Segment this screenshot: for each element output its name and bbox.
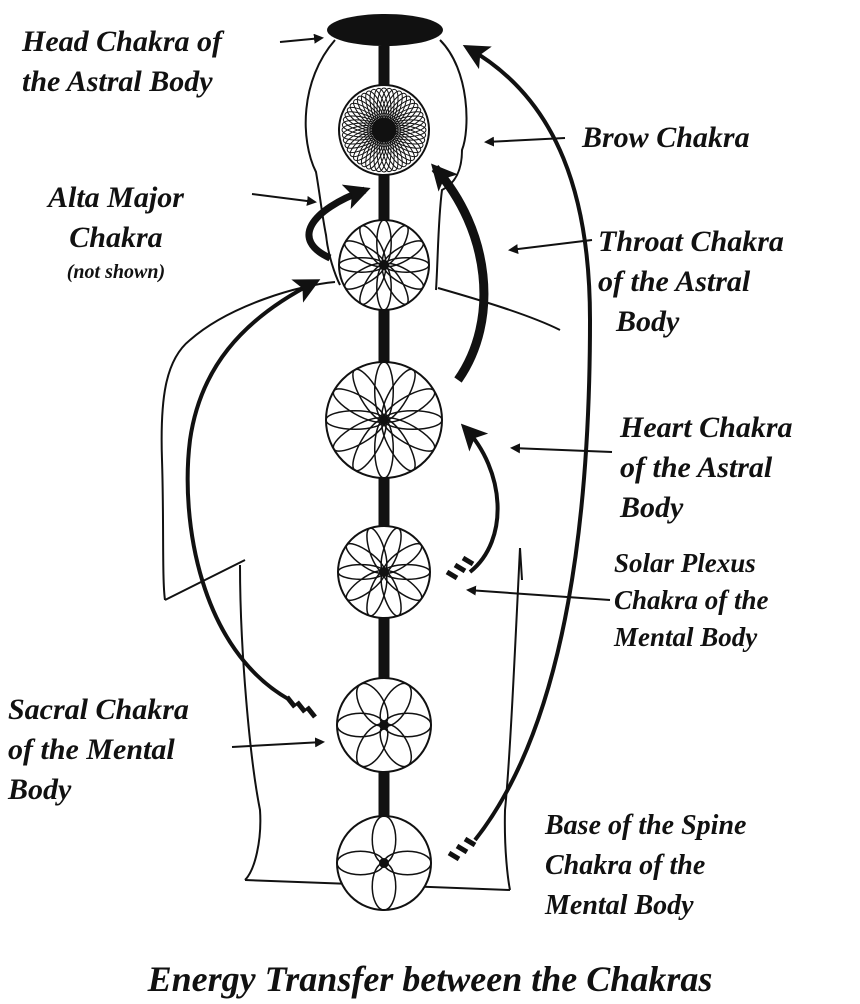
label-line: Mental Body xyxy=(545,890,694,921)
label-alta-major: Alta Major Chakra (not shown) xyxy=(48,178,184,286)
pointer-throat xyxy=(508,239,593,254)
arrow-alta-to-brow xyxy=(305,184,371,262)
label-sacral-chakra: Sacral Chakra of the Mental Body xyxy=(8,690,189,810)
label-line: Brow Chakra xyxy=(582,121,750,154)
left-arm-inner xyxy=(164,559,246,601)
label-line: Head Chakra of xyxy=(22,25,223,58)
right-arm-gap xyxy=(519,547,523,581)
label-base-chakra: Base of the Spine Chakra of the Mental B… xyxy=(545,806,746,926)
pointer-alta xyxy=(251,193,317,206)
label-line: Body xyxy=(616,305,680,338)
diagram-title: Energy Transfer between the Chakras xyxy=(147,959,713,999)
label-brow-chakra: Brow Chakra xyxy=(582,118,750,158)
label-line: Body xyxy=(8,773,72,806)
brow-chakra xyxy=(338,84,430,176)
label-line: Mental Body xyxy=(614,622,758,652)
right-shoulder xyxy=(437,287,561,331)
label-line: of the Astral xyxy=(620,451,773,484)
head-outline xyxy=(304,39,341,286)
label-line: Heart Chakra xyxy=(620,411,793,444)
arrow-solar-to-heart xyxy=(460,423,500,574)
label-pointers xyxy=(231,33,613,748)
label-throat-chakra: Throat Chakra of the Astral Body xyxy=(598,222,784,342)
label-line: of the Mental xyxy=(8,733,175,766)
label-solar-plexus: Solar Plexus Chakra of the Mental Body xyxy=(614,545,769,656)
heart-chakra xyxy=(325,361,443,479)
solar-plexus-chakra xyxy=(337,525,431,619)
label-line: Throat Chakra xyxy=(598,225,784,258)
label-line: Alta Major xyxy=(48,181,184,214)
label-heart-chakra: Heart Chakra of the Astral Body xyxy=(620,408,793,528)
chevron-marks xyxy=(285,555,477,862)
energy-arrows xyxy=(185,45,593,842)
pointer-heart xyxy=(510,443,613,454)
label-line: Sacral Chakra xyxy=(8,693,189,726)
label-line: of the Astral xyxy=(598,265,751,298)
label-line: Body xyxy=(620,491,684,524)
crown-ellipse xyxy=(327,14,443,46)
pointer-brow xyxy=(484,136,566,147)
sacral-chakra xyxy=(336,677,432,773)
arrow-base-to-head xyxy=(462,45,593,842)
chevron-sacral xyxy=(285,695,317,719)
label-line: (not shown) xyxy=(66,261,166,283)
throat-chakra xyxy=(338,219,430,311)
label-line: Base of the Spine xyxy=(545,810,747,841)
chevron-solar xyxy=(445,555,475,581)
label-line: Chakra of the xyxy=(614,585,769,615)
left-torso xyxy=(239,564,262,881)
base-chakra xyxy=(336,815,432,911)
arrow-sacral-to-throat xyxy=(185,279,321,702)
pointer-sacral xyxy=(231,737,325,748)
arrow-throat-to-brow xyxy=(431,163,489,383)
left-shoulder-arm xyxy=(160,281,336,601)
right-torso xyxy=(503,547,521,891)
pointer-head xyxy=(279,33,324,44)
label-line: the Astral Body xyxy=(22,65,213,98)
label-line: Chakra xyxy=(69,221,163,254)
label-line: Chakra of the xyxy=(545,850,706,881)
label-head-chakra: Head Chakra of the Astral Body xyxy=(22,22,222,102)
head-outline-right xyxy=(435,39,468,291)
pointer-solar xyxy=(466,585,611,601)
chevron-base xyxy=(447,836,477,862)
label-line: Solar Plexus xyxy=(614,548,756,578)
